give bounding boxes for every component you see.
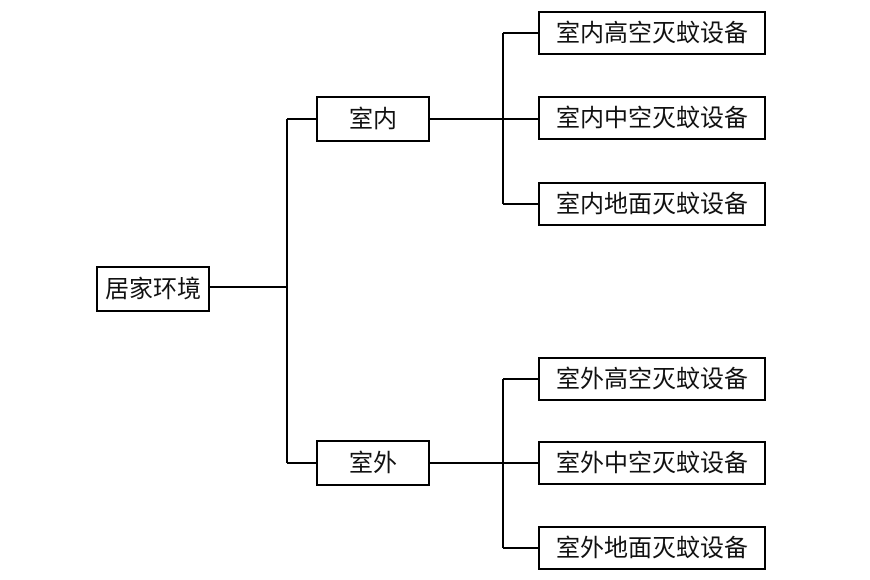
- node-outdoor-ground-device: 室外地面灭蚊设备: [538, 526, 766, 570]
- node-outdoor: 室外: [316, 440, 430, 486]
- node-indoor: 室内: [316, 96, 430, 142]
- node-indoor-ground-device: 室内地面灭蚊设备: [538, 182, 766, 226]
- node-indoor-mid-altitude-device: 室内中空灭蚊设备: [538, 96, 766, 140]
- node-home-environment: 居家环境: [96, 266, 210, 312]
- node-outdoor-mid-altitude-device: 室外中空灭蚊设备: [538, 441, 766, 485]
- node-indoor-high-altitude-device: 室内高空灭蚊设备: [538, 11, 766, 55]
- node-outdoor-high-altitude-device: 室外高空灭蚊设备: [538, 357, 766, 401]
